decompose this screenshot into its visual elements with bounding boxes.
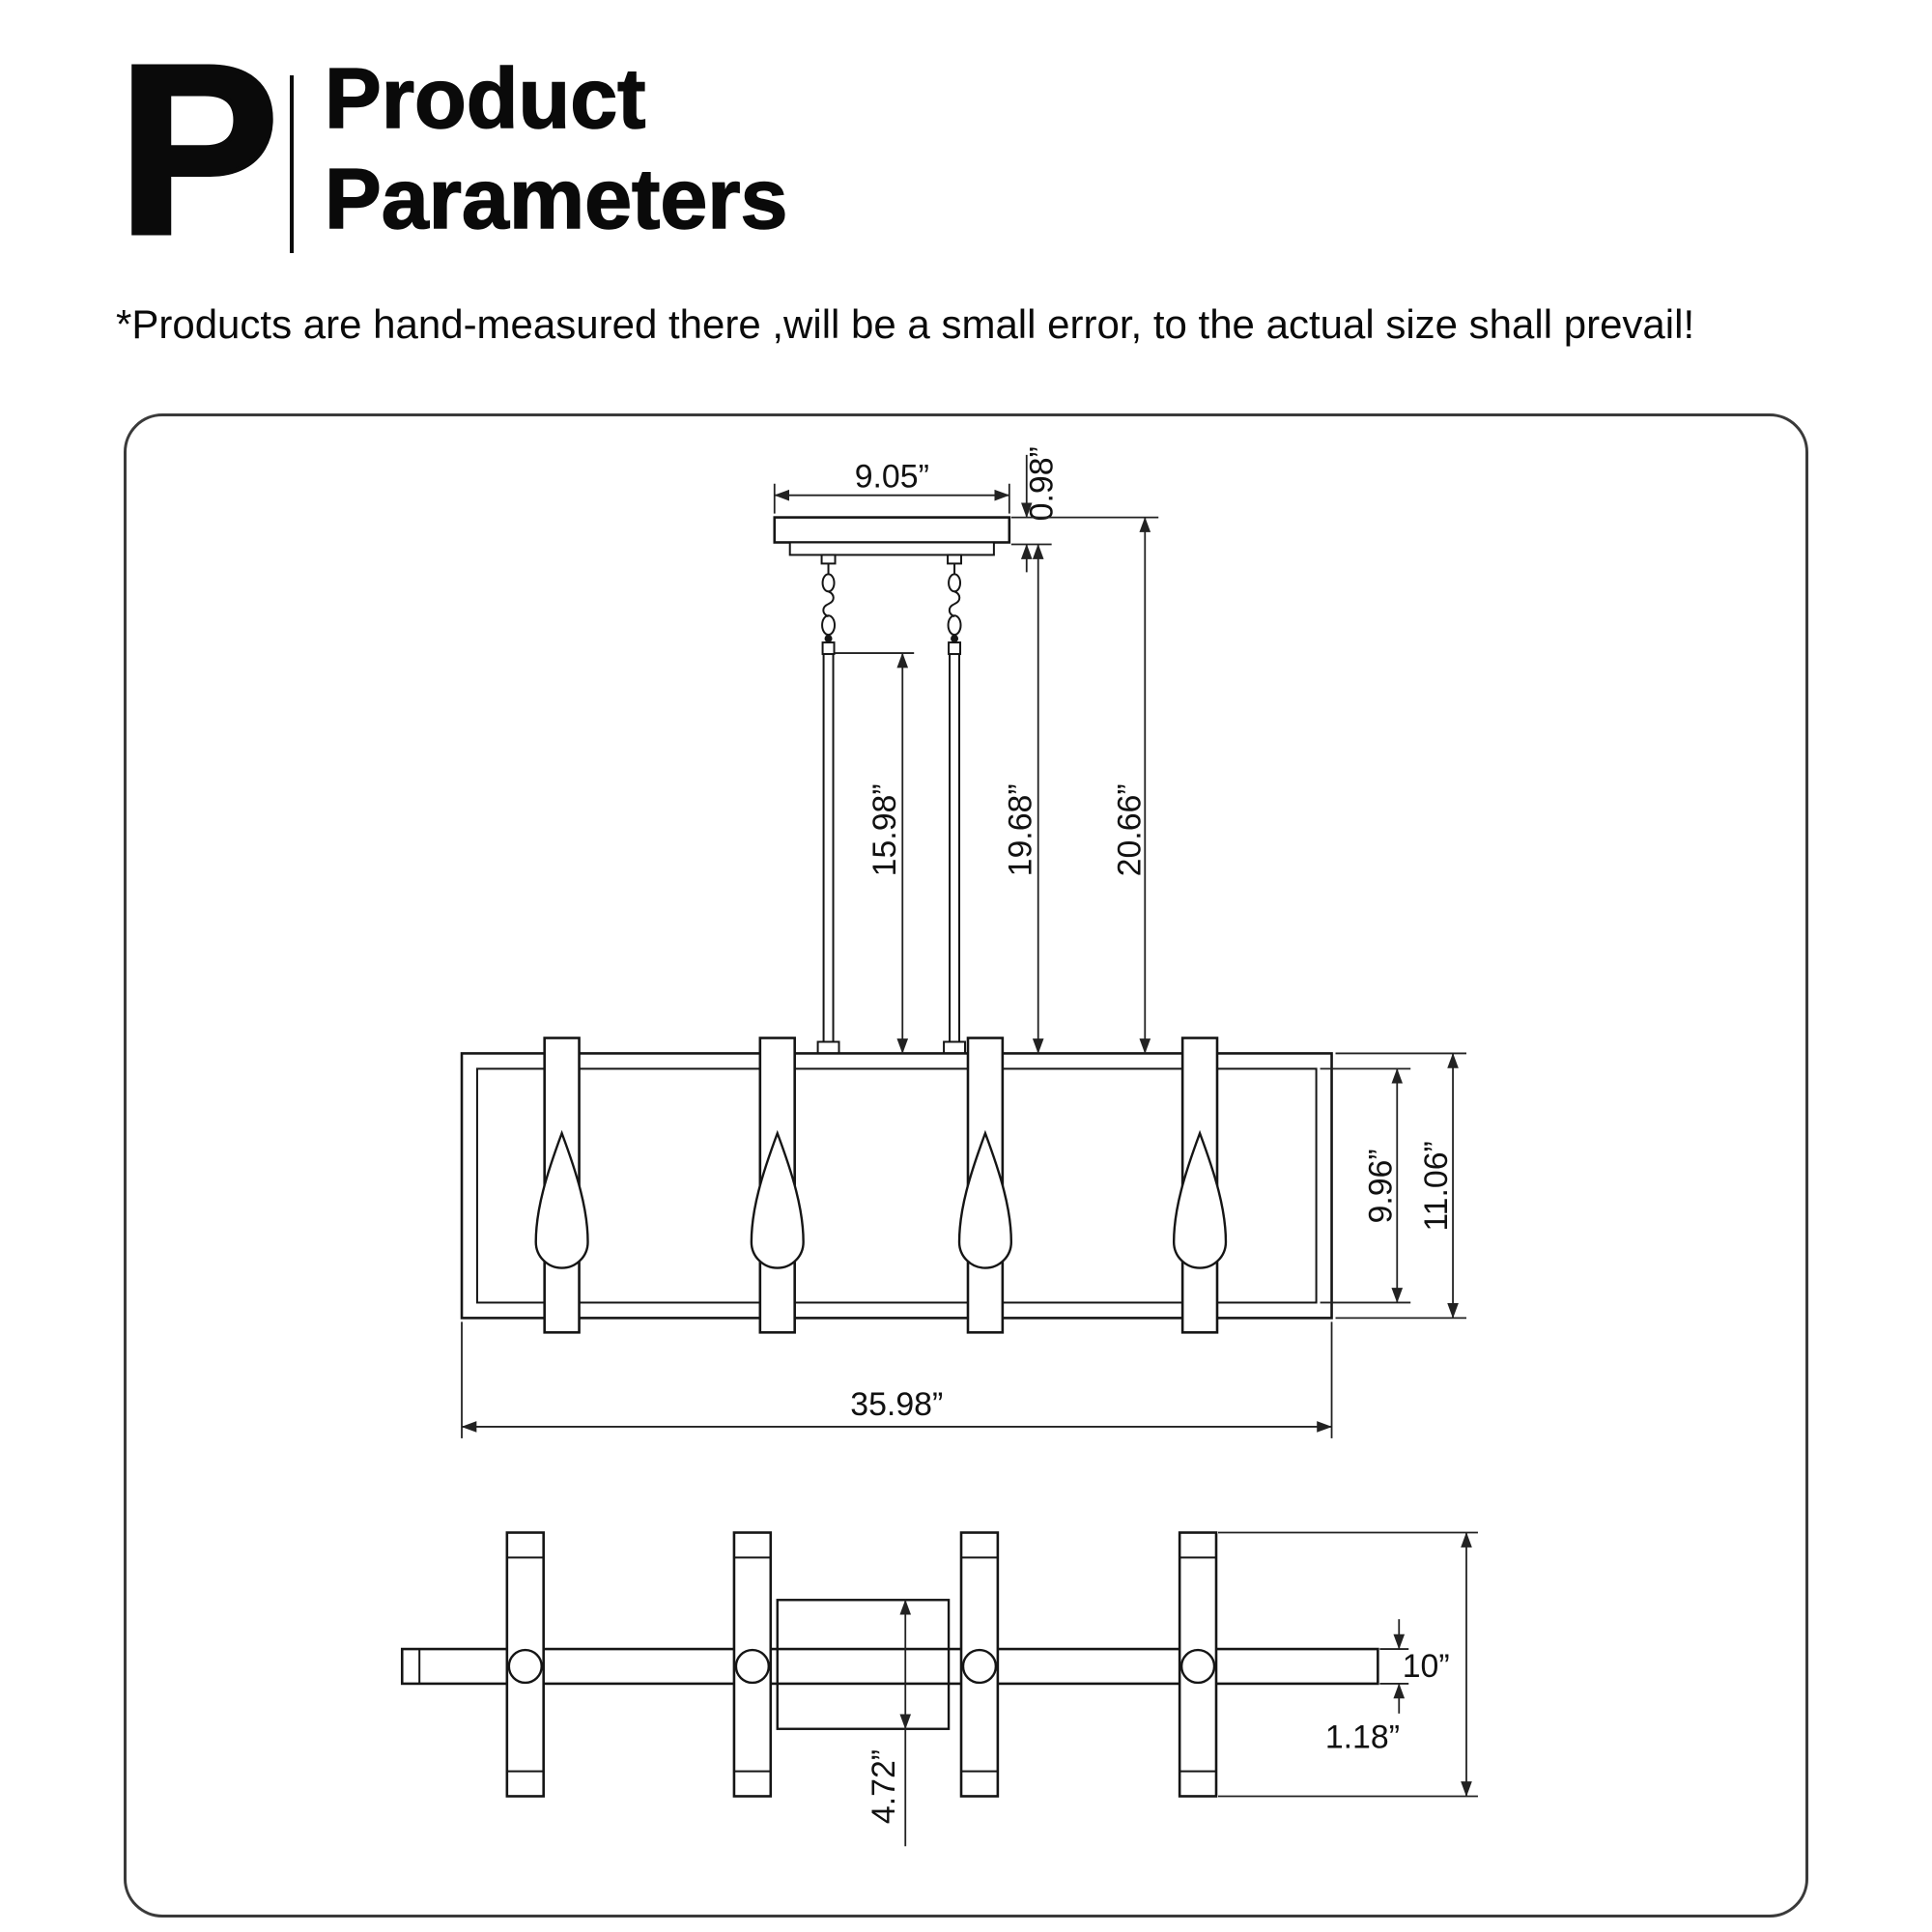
rod-mount-left bbox=[816, 1040, 840, 1055]
dim-drop-canopy-to-body: 19.68” bbox=[1003, 543, 1052, 1054]
hanger-pin bbox=[951, 635, 959, 643]
top-view: 4.72” 10” 1.18” bbox=[400, 1531, 1478, 1847]
hanger-loop bbox=[821, 614, 837, 637]
shade-inner-frame bbox=[475, 1067, 1318, 1304]
side-view: 9.05” 0.98” 15.98” 1 bbox=[460, 446, 1466, 1438]
suspension-rod-right bbox=[949, 654, 961, 1054]
bulbs bbox=[534, 1129, 1228, 1269]
canopy-lip bbox=[788, 541, 995, 556]
dim-label-rail-width: 1.18” bbox=[1325, 1719, 1400, 1756]
dim-rod-length: 15.98” bbox=[835, 652, 915, 1054]
bulb-circle-1 bbox=[507, 1648, 543, 1685]
dim-rail-width: 1.18” bbox=[1325, 1619, 1409, 1756]
page-title-line2: Parameters bbox=[324, 150, 788, 246]
hanger-link bbox=[821, 573, 836, 593]
bulb-3 bbox=[957, 1129, 1013, 1269]
measurement-disclaimer: *Products are hand-measured there ,will … bbox=[116, 301, 1695, 347]
page-title-line1: Product bbox=[324, 49, 646, 146]
dim-shade-height: 9.96” bbox=[1320, 1067, 1411, 1304]
bulb-positions-top bbox=[507, 1648, 1216, 1685]
dim-body-height: 11.06” bbox=[1335, 1052, 1466, 1320]
bulb-2 bbox=[750, 1129, 805, 1269]
hanger-right bbox=[947, 563, 962, 656]
canopy-nub-right bbox=[947, 554, 963, 565]
dim-label-rod-length: 15.98” bbox=[867, 783, 903, 876]
dim-label-canopy-width: 9.05” bbox=[855, 459, 929, 496]
dim-crossbar-length: 10” bbox=[1217, 1531, 1478, 1798]
monogram-letter: P bbox=[116, 14, 282, 284]
hanger-left bbox=[821, 563, 837, 656]
hanger-hook bbox=[948, 590, 961, 618]
hanger-link bbox=[948, 573, 962, 593]
hanger-ferrule bbox=[948, 641, 962, 656]
dim-canopy-width: 9.05” bbox=[773, 459, 1010, 514]
hanger-loop bbox=[947, 614, 962, 637]
center-rail bbox=[400, 1647, 1379, 1686]
dim-label-overall-drop: 20.66” bbox=[1111, 783, 1148, 876]
dim-body-length: 35.98” bbox=[461, 1321, 1333, 1438]
dim-label-drop-canopy-to-body: 19.68” bbox=[1003, 783, 1039, 876]
bulb-circle-2 bbox=[734, 1648, 770, 1685]
dim-overall-drop: 20.66” bbox=[1010, 516, 1159, 1054]
ceiling-canopy bbox=[773, 516, 1011, 565]
dim-canopy-depth: 4.72” bbox=[866, 1599, 912, 1847]
diagram-board: 9.05” 0.98” 15.98” 1 bbox=[124, 413, 1808, 1918]
dim-label-body-height: 11.06” bbox=[1418, 1141, 1455, 1232]
dim-label-shade-height: 9.96” bbox=[1362, 1149, 1399, 1223]
canopy-plate bbox=[773, 516, 1011, 544]
suspension-rod-left bbox=[822, 654, 835, 1054]
hanger-ferrule bbox=[821, 641, 836, 656]
title-divider bbox=[290, 75, 294, 253]
dim-label-crossbar-length: 10” bbox=[1403, 1648, 1450, 1685]
bulb-circle-3 bbox=[961, 1648, 998, 1685]
hanger-pin bbox=[824, 635, 833, 643]
dim-label-canopy-height: 0.98” bbox=[1024, 446, 1061, 521]
bulb-circle-4 bbox=[1179, 1648, 1216, 1685]
dimension-diagram: 9.05” 0.98” 15.98” 1 bbox=[400, 446, 1478, 1847]
dim-label-canopy-depth: 4.72” bbox=[866, 1749, 902, 1824]
canopy-outline-top bbox=[776, 1599, 951, 1730]
bulb-1 bbox=[534, 1129, 589, 1269]
bulb-4 bbox=[1172, 1129, 1228, 1269]
dim-canopy-height: 0.98” bbox=[1020, 446, 1061, 573]
canopy-nub-left bbox=[820, 554, 837, 565]
hanger-hook bbox=[822, 590, 835, 618]
rod-mount-right bbox=[943, 1040, 966, 1055]
dim-label-body-length: 35.98” bbox=[850, 1386, 943, 1423]
page-title: Product Parameters bbox=[324, 48, 788, 249]
